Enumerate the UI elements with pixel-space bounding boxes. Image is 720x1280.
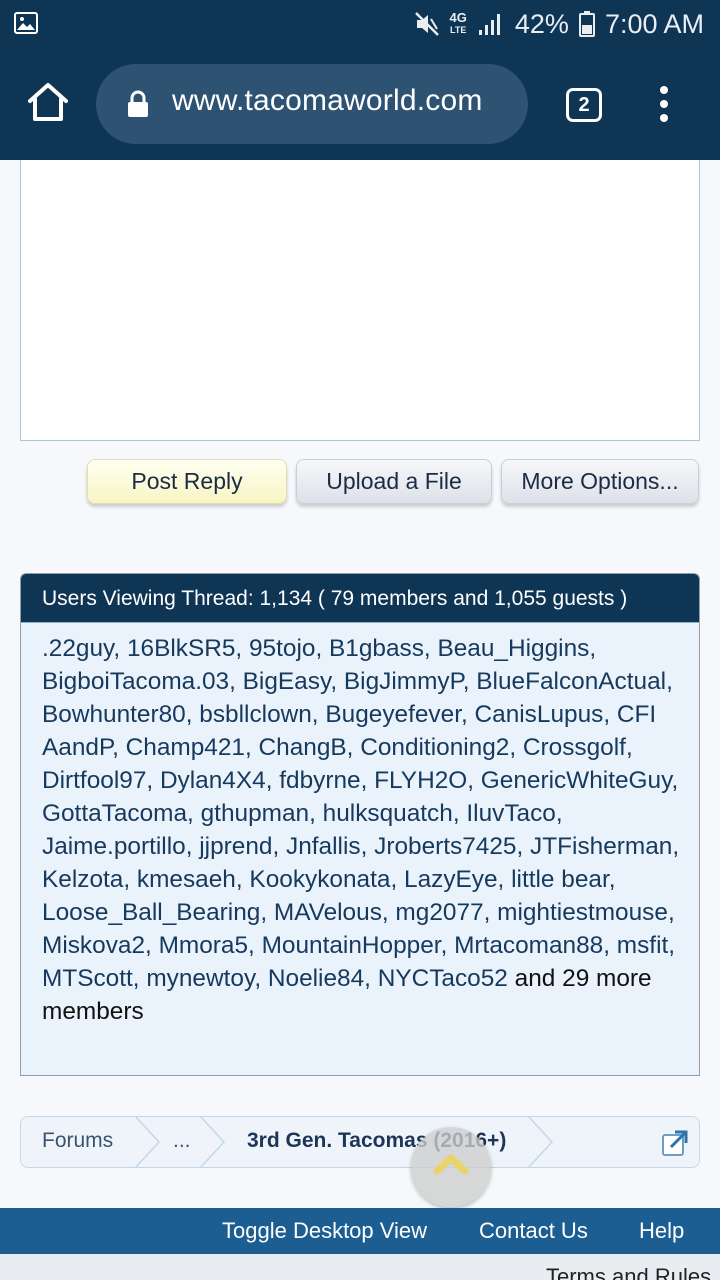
- mute-icon: [414, 12, 439, 36]
- chevron-up-icon: [433, 1154, 469, 1175]
- more-members-text: and 29 more members: [42, 965, 652, 1025]
- contact-us-link[interactable]: Contact Us: [479, 1218, 588, 1243]
- browser-toolbar: www.tacomaworld.com 2: [0, 48, 720, 160]
- sub-footer: Terms and Rules: [0, 1254, 720, 1280]
- lock-icon: [128, 90, 148, 117]
- url-text[interactable]: www.tacomaworld.com: [172, 84, 483, 117]
- users-viewing-list: .22guy, 16BlkSR5, 95tojo, B1gbass, Beau_…: [21, 623, 699, 1028]
- reply-editor[interactable]: [20, 160, 700, 441]
- address-bar[interactable]: www.tacomaworld.com: [96, 64, 528, 144]
- clock: 7:00 AM: [604, 8, 704, 39]
- footer-bar: Toggle Desktop View Contact Us Help: [0, 1208, 720, 1254]
- chevron-right-icon: [527, 1117, 553, 1167]
- gallery-icon: [14, 12, 38, 34]
- help-link[interactable]: Help: [639, 1218, 685, 1243]
- overflow-menu-icon[interactable]: [652, 86, 676, 126]
- users-viewing-header: Users Viewing Thread: 1,134 ( 79 members…: [21, 574, 699, 623]
- battery-icon: [578, 11, 595, 37]
- status-bar: 4G LTE 42% 7:00 AM: [0, 0, 720, 48]
- upload-file-button[interactable]: Upload a File: [296, 459, 492, 504]
- breadcrumb-forums[interactable]: Forums: [42, 1129, 114, 1152]
- member-links[interactable]: .22guy, 16BlkSR5, 95tojo, B1gbass, Beau_…: [42, 635, 680, 992]
- users-viewing-panel: Users Viewing Thread: 1,134 ( 79 members…: [20, 573, 700, 1076]
- battery-percent: 42%: [514, 8, 569, 39]
- tab-switcher-button[interactable]: 2: [566, 88, 602, 122]
- chevron-right-icon: [199, 1117, 225, 1167]
- terms-link[interactable]: Terms and Rules: [546, 1264, 712, 1280]
- scroll-to-top-button[interactable]: [411, 1127, 491, 1207]
- signal-icon: [478, 14, 500, 35]
- post-reply-button[interactable]: Post Reply: [87, 459, 287, 504]
- home-icon[interactable]: [26, 80, 70, 124]
- more-options-button[interactable]: More Options...: [501, 459, 699, 504]
- toggle-desktop-view-link[interactable]: Toggle Desktop View: [222, 1218, 428, 1243]
- breadcrumb: Forums ... 3rd Gen. Tacomas (2016+): [20, 1116, 700, 1168]
- chevron-right-icon: [134, 1117, 160, 1167]
- jump-menu-icon[interactable]: [661, 1129, 689, 1157]
- network-type-indicator: 4G LTE: [449, 10, 467, 35]
- breadcrumb-ellipsis[interactable]: ...: [173, 1129, 191, 1152]
